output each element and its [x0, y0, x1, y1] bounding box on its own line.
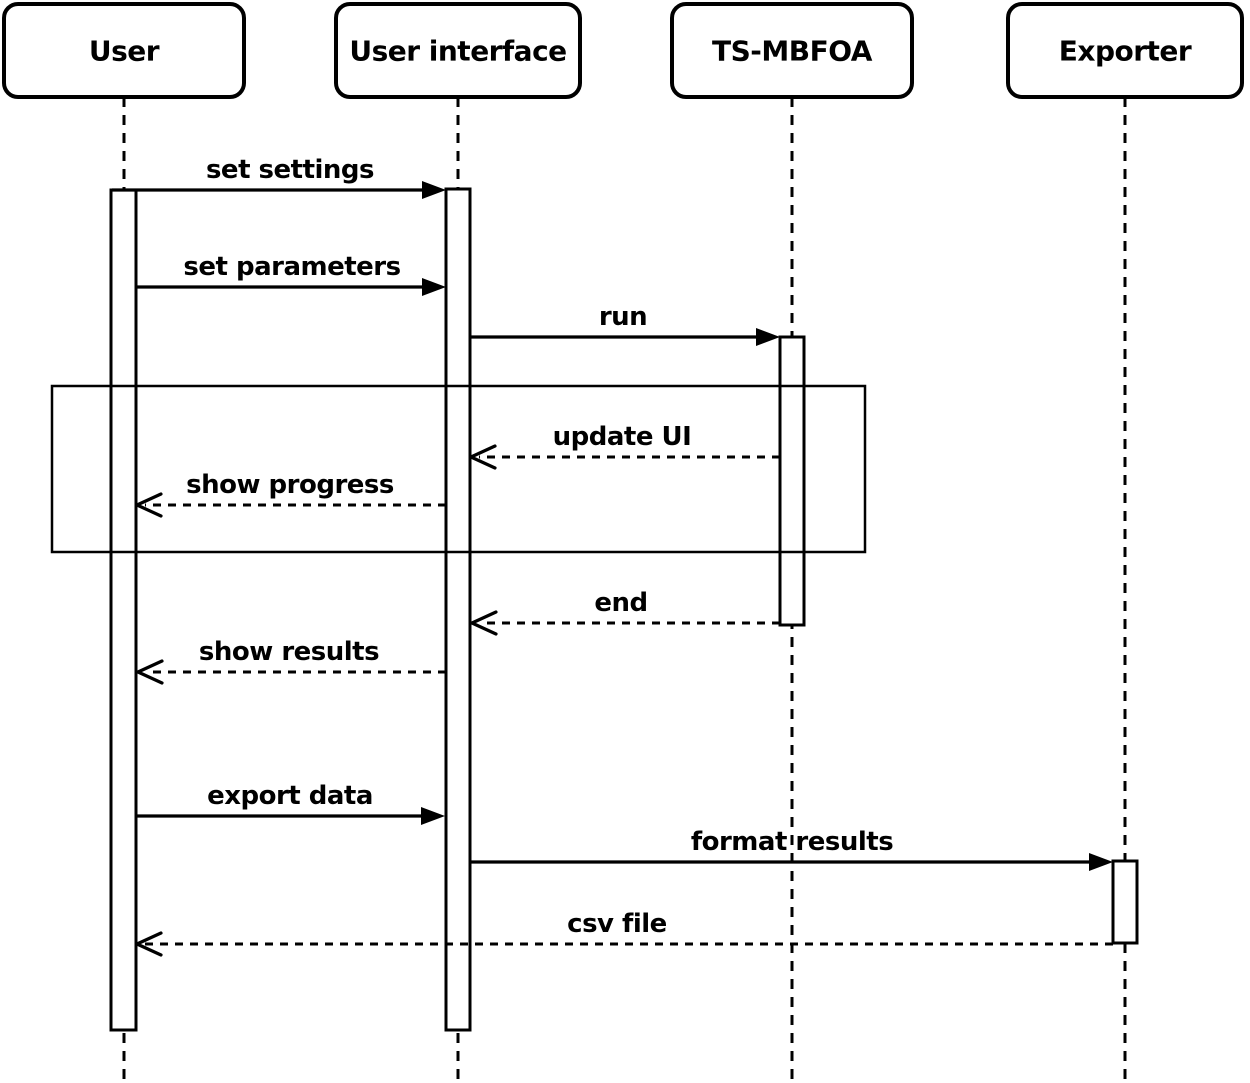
message-label: set settings [206, 155, 374, 185]
open-arrowhead-icon [135, 931, 163, 957]
open-arrowhead-icon [470, 610, 498, 636]
arrowhead-icon [1089, 853, 1113, 871]
open-arrowhead-icon [469, 444, 497, 470]
message-label: show progress [186, 470, 394, 500]
open-arrowhead-icon [135, 492, 163, 518]
message-label: format results [691, 827, 893, 857]
actor-box-user-interface [334, 2, 582, 99]
message-label: run [599, 302, 647, 332]
activation-bar-exporter [1111, 859, 1139, 945]
message-label: csv file [567, 909, 667, 939]
activation-bar-user [109, 188, 138, 1032]
arrowhead-icon [422, 181, 446, 199]
arrowhead-icon [421, 807, 445, 825]
actor-label-user-interface: User interface [349, 35, 566, 68]
activation-bar-ts-mbfoa [778, 335, 806, 627]
actor-label-ts-mbfoa: TS-MBFOA [712, 35, 873, 68]
arrowhead-icon [756, 328, 780, 346]
message-label: end [594, 588, 647, 618]
message-label: show results [199, 637, 379, 667]
message-label: export data [207, 781, 373, 811]
open-arrowhead-icon [136, 659, 164, 685]
message-label: set parameters [183, 252, 400, 282]
actor-box-exporter [1006, 2, 1244, 99]
actor-label-exporter: Exporter [1059, 35, 1192, 68]
loop-frame [50, 384, 867, 554]
actor-box-user [2, 2, 246, 99]
message-label: update UI [553, 422, 692, 452]
activation-bar-user-interface [444, 187, 472, 1032]
arrowhead-icon [422, 278, 446, 296]
actor-box-ts-mbfoa [670, 2, 914, 99]
actor-label-user: User [89, 35, 160, 68]
